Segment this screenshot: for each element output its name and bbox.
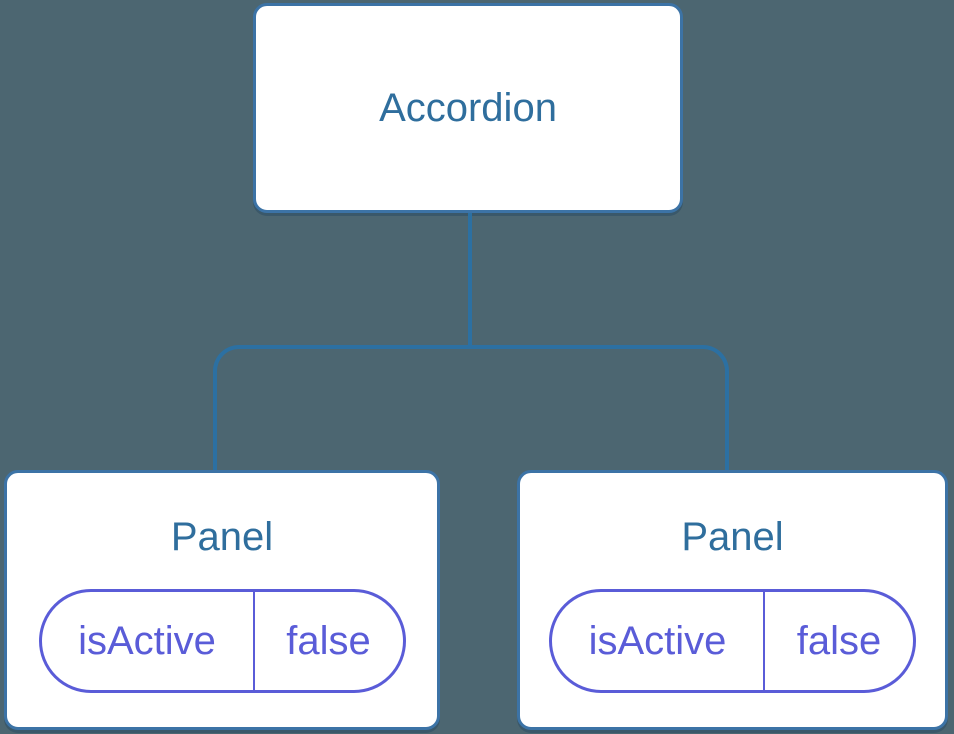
tree-node-panel-right: Panel isActive false <box>517 470 948 730</box>
accordion-node-label: Accordion <box>379 86 557 130</box>
panel-node-label: Panel <box>681 515 784 559</box>
state-key: isActive <box>552 592 765 690</box>
state-pill: isActive false <box>549 589 916 693</box>
connector-trunk <box>468 213 472 347</box>
state-pill: isActive false <box>38 589 406 693</box>
state-value: false <box>286 618 371 663</box>
tree-node-accordion: Accordion <box>253 3 683 213</box>
panel-node-label: Panel <box>170 515 274 559</box>
state-key: isActive <box>42 592 255 690</box>
state-value: false <box>796 618 882 663</box>
tree-node-panel-left: Panel isActive false <box>4 470 440 730</box>
connector-branch-bracket <box>213 345 729 470</box>
